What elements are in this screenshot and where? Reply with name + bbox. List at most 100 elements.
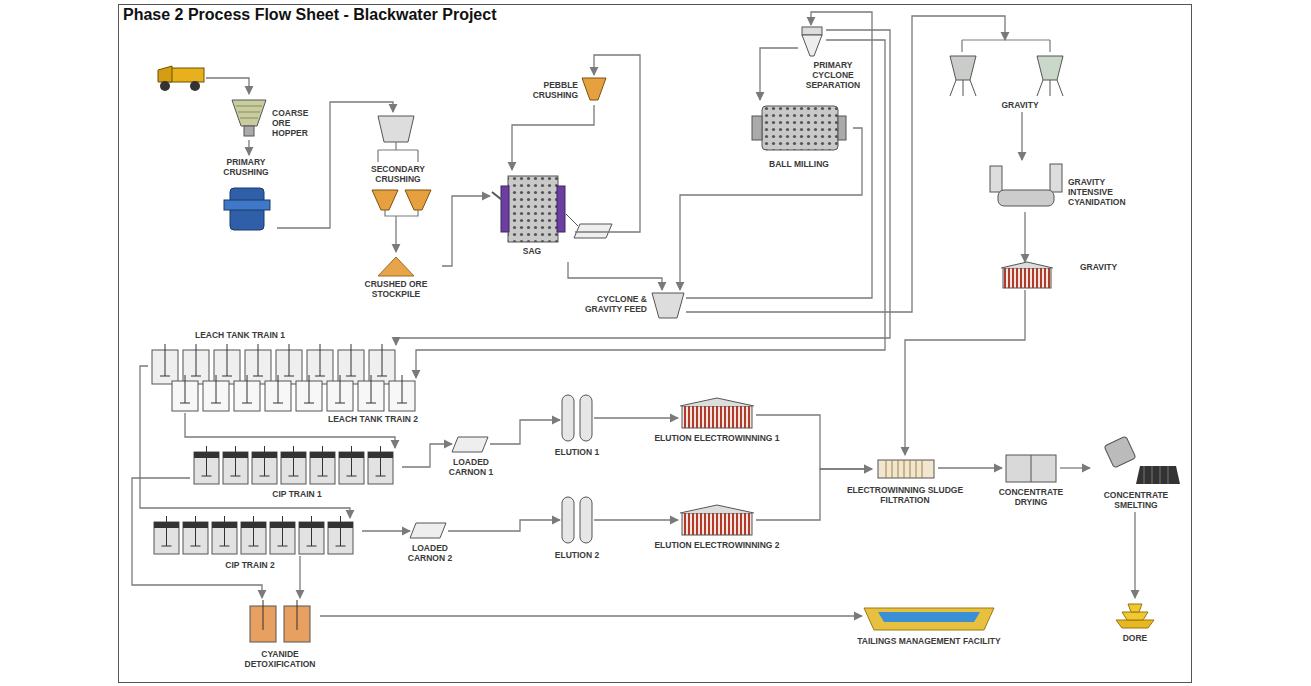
gravity-concentrators <box>1037 56 1063 80</box>
gravity-concentrators <box>950 80 976 96</box>
unit-label: DORE <box>1105 633 1165 643</box>
process-unit: LEACH TANK TRAIN 2 <box>168 378 422 413</box>
unit-label: ELUTION 2 <box>537 550 617 560</box>
unit-label: CIP TRAIN 2 <box>215 560 285 570</box>
flow-line <box>1060 467 1090 468</box>
flow-line <box>575 55 640 232</box>
process-unit: CYANIDE DETOXIFICATION <box>240 598 320 643</box>
flow-line <box>448 520 560 531</box>
intensive-cyanidation-reactor <box>1050 164 1062 192</box>
process-unit: CONCENTRATE SMELTING <box>1090 432 1182 512</box>
unit-label: LEACH TANK TRAIN 1 <box>185 330 295 340</box>
flow-line <box>490 420 560 444</box>
electrowinning-cells <box>682 406 752 428</box>
leach-and-cip-tanks <box>397 375 407 403</box>
flow-line <box>1024 212 1025 262</box>
flow-line <box>1021 112 1022 160</box>
filter-press <box>878 460 934 478</box>
flow-line <box>362 530 410 531</box>
sag-mill <box>508 176 558 242</box>
elution-columns <box>562 497 574 543</box>
unit-label: TAILINGS MANAGEMENT FACILITY <box>844 636 1014 646</box>
leach-and-cip-tanks <box>336 516 346 546</box>
leach-and-cip-tanks <box>310 452 335 458</box>
elution-columns <box>562 395 592 543</box>
filter-press <box>886 460 922 478</box>
hydrocyclone <box>802 35 822 56</box>
ore-stockpile <box>378 257 414 276</box>
flow-line <box>416 40 885 378</box>
elution-columns <box>580 395 592 441</box>
process-unit: ELUTION ELECTROWINNING 2 <box>678 505 756 537</box>
haul-truck <box>170 68 204 82</box>
unit-label: GRAVITY INTENSIVE CYANIDATION <box>1068 177 1143 207</box>
unit-label: SAG <box>512 246 552 256</box>
flow-line <box>686 16 1005 312</box>
leach-and-cip-tanks <box>252 452 277 458</box>
drying-oven <box>1006 455 1056 482</box>
leach-and-cip-tanks <box>366 375 376 403</box>
smelting-furnace <box>1104 436 1136 468</box>
electrowinning-cell <box>1001 262 1053 288</box>
leach-and-cip-tanks <box>212 522 237 528</box>
flow-line <box>320 615 862 616</box>
hydrocyclone <box>802 27 822 56</box>
sag-mill <box>492 192 502 200</box>
process-unit: SAG <box>490 170 575 262</box>
leach-and-cip-tanks <box>194 452 219 458</box>
process-unit: PRIMARY CYCLONE SEPARATION <box>798 25 826 57</box>
coarse-ore-hopper <box>236 106 262 118</box>
leach-and-cip-tanks <box>273 375 283 403</box>
process-unit: GRAVITY INTENSIVE CYANIDATION <box>985 160 1063 212</box>
leach-and-cip-tanks <box>346 344 356 376</box>
unit-label: LOADED CARNON 2 <box>397 543 463 563</box>
process-unit: CIP TRAIN 2 <box>150 518 362 556</box>
coarse-ore-hopper <box>232 100 266 136</box>
haul-truck <box>160 81 170 91</box>
leach-and-cip-tanks <box>191 516 201 546</box>
electrowinning-cell <box>1001 262 1053 268</box>
smelting-furnace <box>1104 436 1180 484</box>
flow-line <box>686 12 872 298</box>
process-unit: CRUSHED ORE STOCKPILE <box>350 252 442 302</box>
flow-line <box>905 290 1025 455</box>
process-unit: TAILINGS MANAGEMENT FACILITY <box>862 605 996 631</box>
process-unit: PRIMARY CRUSHING <box>215 155 277 237</box>
smelting-furnace <box>1136 466 1180 484</box>
coarse-ore-hopper <box>244 126 254 136</box>
leach-and-cip-tanks <box>223 452 248 458</box>
leach-and-cip-tanks <box>368 452 393 458</box>
process-unit: DORE <box>1110 598 1160 644</box>
unit-label: CIP TRAIN 1 <box>262 489 332 499</box>
leach-and-cip-tanks <box>154 522 179 528</box>
gold-dore-bars <box>1122 612 1148 620</box>
secondary-crusher <box>378 142 418 162</box>
leach-and-cip-tanks <box>289 446 299 476</box>
gravity-concentrators <box>950 40 1063 96</box>
leach-and-cip-tanks <box>376 446 386 476</box>
process-unit: PEBBLE CRUSHING <box>580 75 608 105</box>
gold-dore-bars <box>1116 604 1154 628</box>
drying-oven <box>1006 455 1056 482</box>
unit-label: BALL MILLING <box>755 159 843 169</box>
leach-and-cip-tanks <box>253 344 263 376</box>
pebble-crusher <box>582 78 606 100</box>
unit-label: ELUTION ELECTROWINNING 2 <box>647 540 787 550</box>
carbon-screens <box>410 523 446 538</box>
gravity-concentrators <box>1037 80 1063 96</box>
secondary-crusher <box>372 190 398 210</box>
elution-columns <box>562 395 574 441</box>
gravity-concentrators <box>950 56 976 80</box>
leach-and-cip-tanks <box>211 375 221 403</box>
leach-and-cip-tanks <box>335 375 345 403</box>
leach-and-cip-tanks <box>284 344 294 376</box>
unit-label: CRUSHED ORE STOCKPILE <box>350 279 442 299</box>
haul-truck <box>206 78 249 94</box>
pump-sump <box>652 293 684 318</box>
detox-tanks <box>263 600 297 630</box>
unit-label: PEBBLE CRUSHING <box>522 80 578 100</box>
electrowinning-cells <box>682 513 752 535</box>
unit-label: LOADED CARNON 1 <box>438 457 504 477</box>
